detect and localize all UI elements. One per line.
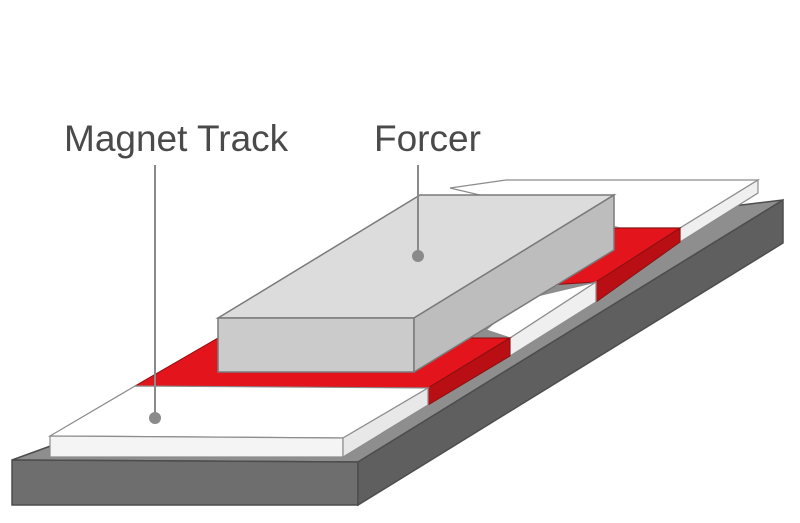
magnet-white-front-side xyxy=(342,386,429,459)
forcer-label: Forcer xyxy=(374,118,481,159)
magnet-track-leader-dot xyxy=(149,412,161,424)
base-plate-front xyxy=(11,459,359,506)
forcer-front xyxy=(217,317,415,373)
base-plate-side xyxy=(357,198,784,507)
magnet-white-front-face xyxy=(49,435,344,458)
forcer-leader-dot xyxy=(412,250,424,262)
forcer-side xyxy=(413,193,615,374)
magnet-track-label: Magnet Track xyxy=(64,118,289,159)
magnet-white-front xyxy=(47,385,431,459)
leader-lines xyxy=(149,165,424,424)
